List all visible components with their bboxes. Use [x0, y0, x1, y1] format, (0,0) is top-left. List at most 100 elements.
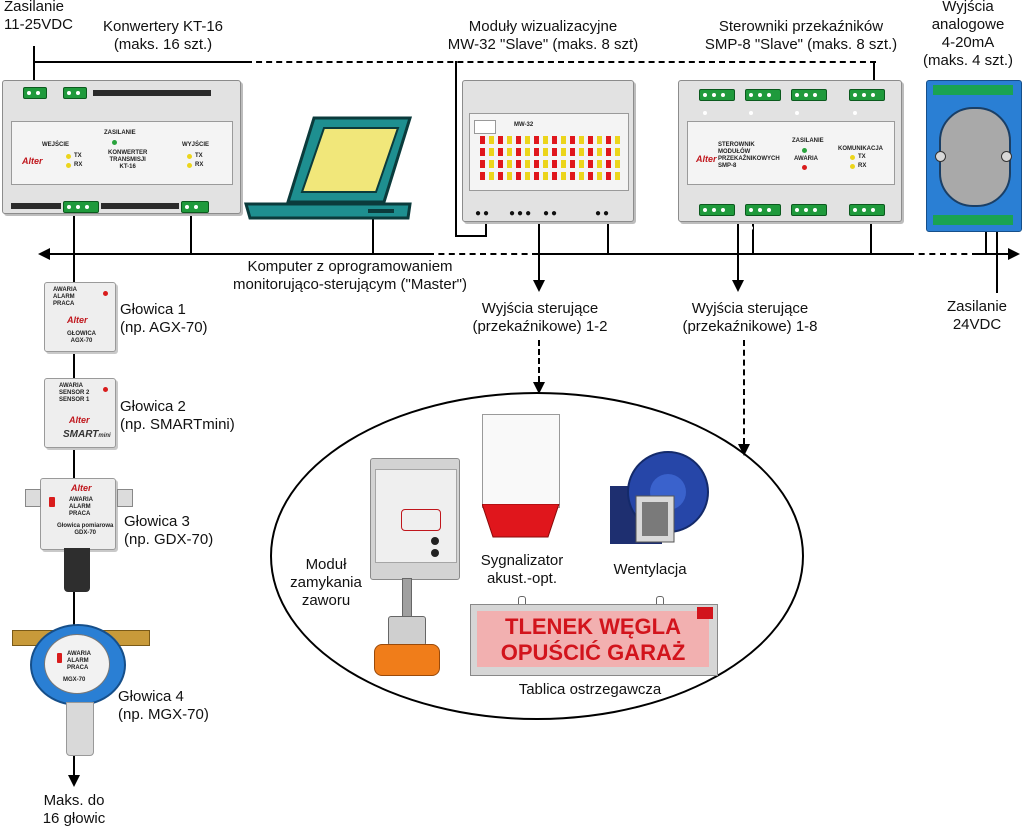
mw32-led — [579, 172, 584, 180]
head1-label: Głowica 1(np. AGX-70) — [120, 301, 208, 336]
mw32-front-panel: MW-32 — [469, 113, 629, 191]
mw32-led — [507, 160, 512, 168]
kt16-logo: Alter — [22, 156, 43, 166]
mw32-led — [588, 136, 593, 144]
warning-sign-line-1: TLENEK WĘGLA — [505, 614, 681, 639]
mw32-logo-box — [474, 120, 496, 134]
smp8-rx-led — [850, 164, 855, 169]
mw32-led — [498, 172, 503, 180]
valve-module-panel — [375, 469, 457, 563]
smartmini-model: SMARTmini — [63, 429, 111, 440]
valve-module-knob-2 — [431, 549, 439, 557]
mw32-led — [525, 160, 530, 168]
mw32-led — [498, 136, 503, 144]
top-bus-dashed — [246, 61, 876, 63]
gdx70-gland-left — [25, 489, 41, 507]
smartmini-logo: Alter — [69, 415, 90, 425]
gdx70-logo: Alter — [71, 483, 92, 493]
valve-module-knob-1 — [431, 537, 439, 545]
mw32-led — [480, 160, 485, 168]
analog-screw-right — [1001, 151, 1012, 162]
mw32-led — [543, 148, 548, 156]
mw32-led — [534, 172, 539, 180]
main-bus-arrow-left — [38, 248, 50, 260]
mw32-led-grid — [480, 136, 624, 186]
smp8-terminal-top-4 — [849, 89, 885, 115]
mw32-screw-row-3: ●● — [543, 208, 560, 219]
mw32-led — [615, 148, 620, 156]
smp8-terminal-bottom-1 — [699, 204, 735, 230]
mw32-led — [570, 160, 575, 168]
warning-sign: TLENEK WĘGLA OPUŚCIĆ GARAŻ — [470, 604, 718, 676]
siren-housing — [482, 414, 560, 508]
siren-lens — [482, 504, 560, 538]
mgx70-sensor-tube — [66, 702, 94, 756]
mw32-led — [561, 172, 566, 180]
ventilation-fan — [610, 451, 709, 544]
smp8-terminal-top-1 — [699, 89, 735, 115]
mw32-led — [489, 160, 494, 168]
kt16-rail-bottom-2 — [101, 203, 179, 209]
mw32-led — [561, 160, 566, 168]
warning-sign-logo — [697, 607, 713, 619]
valve-actuator — [388, 616, 426, 646]
mw32-led — [579, 136, 584, 144]
head4-label: Głowica 4(np. MGX-70) — [118, 688, 209, 723]
mw32-led — [552, 160, 557, 168]
smp8-terminal-top-3 — [791, 89, 827, 115]
agx70-logo: Alter — [67, 315, 88, 325]
mw32-bus-drop — [607, 215, 609, 255]
smp8-logo: Alter — [696, 154, 717, 164]
outputs-18-dashed-arrow — [738, 444, 750, 456]
mw32-led — [480, 136, 485, 144]
mw32-led — [588, 148, 593, 156]
mw32-led — [543, 160, 548, 168]
smp8-bus-drop-2 — [870, 215, 872, 255]
mw32-led — [588, 172, 593, 180]
mw32-led — [525, 172, 530, 180]
mw32-led — [516, 160, 521, 168]
outputs-18-dashed — [743, 340, 745, 444]
mw32-led — [570, 136, 575, 144]
analog-output-module — [926, 80, 1022, 232]
kt16-power-led — [112, 140, 117, 145]
mw32-led — [561, 148, 566, 156]
mw32-led — [552, 148, 557, 156]
mw32-led — [498, 148, 503, 156]
warning-sign-face: TLENEK WĘGLA OPUŚCIĆ GARAŻ — [477, 611, 709, 667]
top-bus-mw32-up — [485, 215, 487, 237]
mw32-led — [579, 160, 584, 168]
outputs-18-label: Wyjścia sterujące(przekaźnikowe) 1-8 — [682, 300, 818, 335]
mw32-led — [489, 136, 494, 144]
smp8-power-led — [802, 148, 807, 153]
main-bus-dashed-right — [908, 253, 978, 255]
kt16-rail-top — [93, 90, 211, 96]
mw32-led — [597, 148, 602, 156]
kt16-terminal-bottom-1 — [63, 201, 99, 227]
mw32-led — [507, 136, 512, 144]
main-bus-solid-left — [48, 253, 428, 255]
analog-terminal-top — [933, 85, 1013, 95]
mw32-led — [480, 172, 485, 180]
smartmini-indicator — [103, 387, 108, 392]
mw32-led — [606, 160, 611, 168]
analog-terminal-bottom — [933, 215, 1013, 225]
kt16-out-tx-led — [187, 154, 192, 159]
agx70-alarm-indicator — [103, 291, 108, 296]
valve-body — [374, 644, 440, 676]
mw32-visualization-module: MW-32 ●● ●●● ●● ●● — [462, 80, 634, 222]
smp8-terminal-bottom-4 — [849, 204, 885, 230]
mw32-led — [516, 148, 521, 156]
main-bus-arrow-right — [1008, 248, 1020, 260]
